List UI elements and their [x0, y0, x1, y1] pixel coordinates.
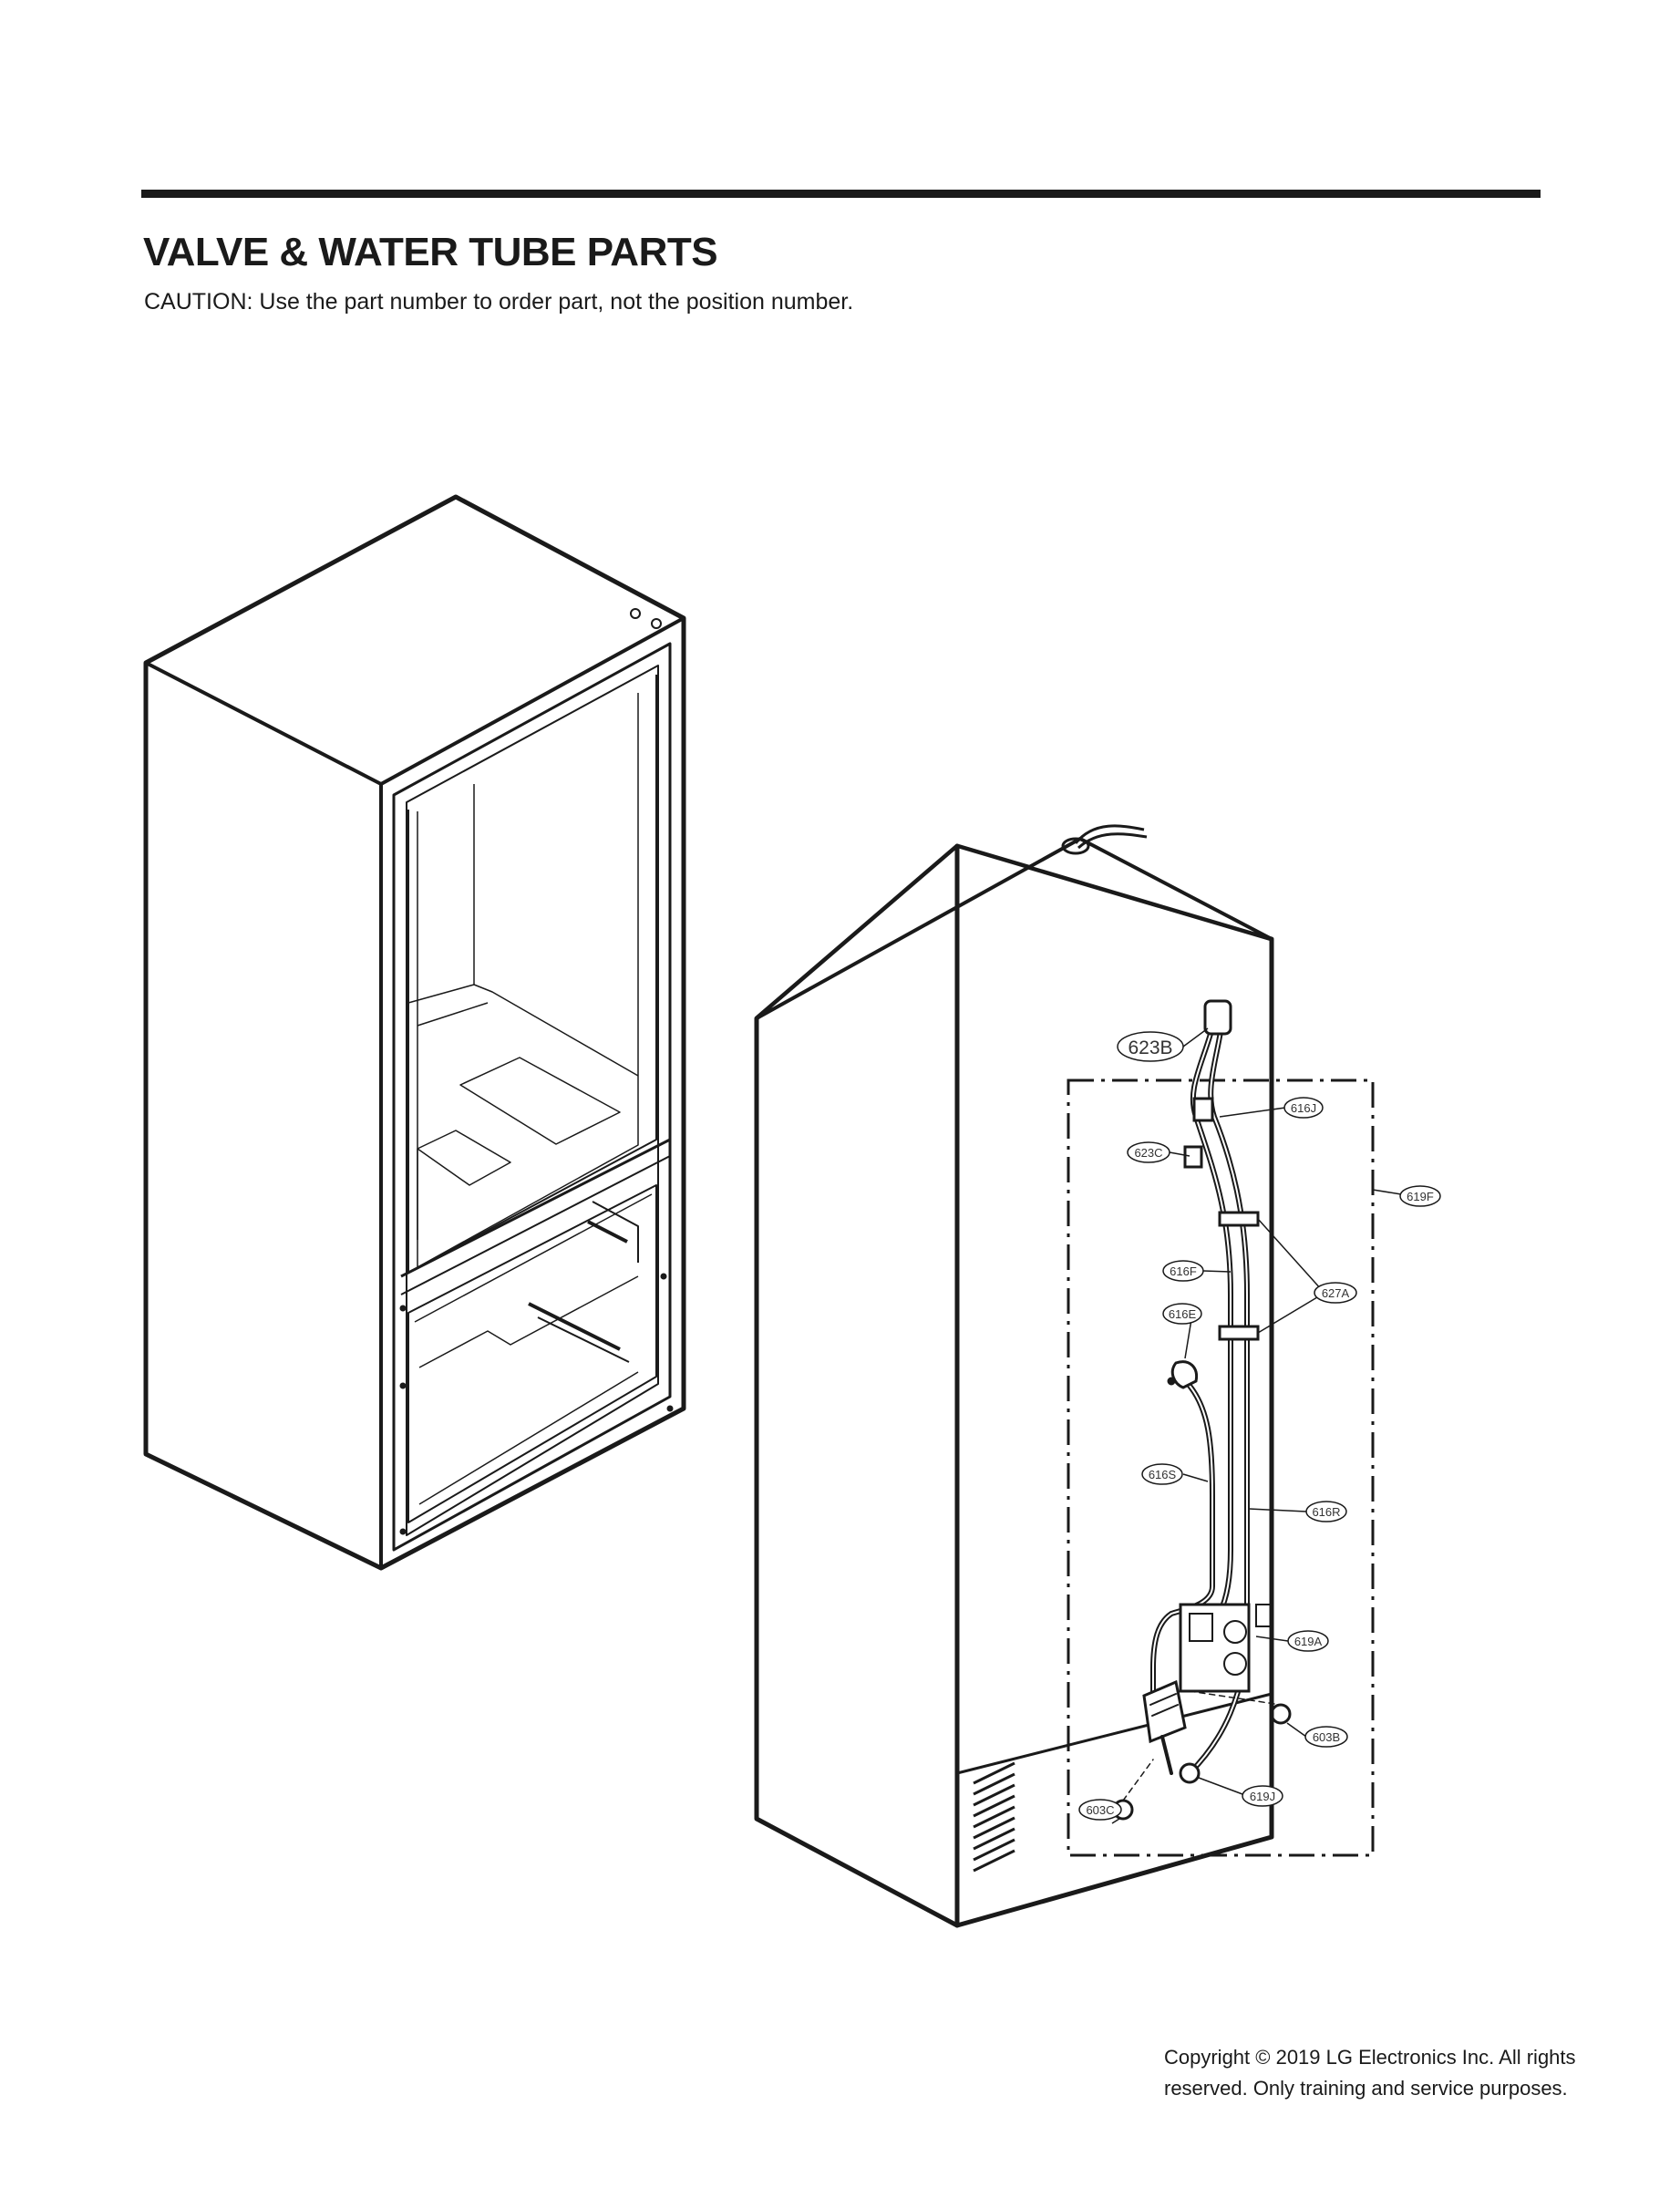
callout-603B: 603B	[1304, 1726, 1348, 1748]
caution-note: CAUTION: Use the part number to order pa…	[144, 289, 854, 315]
copyright-line-1: Copyright © 2019 LG Electronics Inc. All…	[1164, 2046, 1576, 2069]
svg-text:619J: 619J	[1250, 1790, 1275, 1803]
assembly-outline-619F	[1067, 1079, 1375, 1857]
callout-623B: 623B	[1117, 1031, 1184, 1062]
svg-text:619A: 619A	[1294, 1635, 1323, 1648]
svg-text:603B: 603B	[1313, 1730, 1340, 1744]
water-tube-assembly	[1112, 999, 1292, 1821]
svg-text:603C: 603C	[1086, 1803, 1114, 1817]
copyright-notice: Copyright © 2019 LG Electronics Inc. All…	[1164, 2042, 1638, 2104]
callout-616E: 616E	[1162, 1303, 1202, 1325]
svg-text:616F: 616F	[1170, 1264, 1197, 1278]
callout-616R: 616R	[1305, 1501, 1347, 1522]
vent-grille	[973, 1761, 1015, 1873]
svg-text:616R: 616R	[1312, 1505, 1340, 1519]
callout-616J: 616J	[1283, 1097, 1324, 1119]
callout-616S: 616S	[1141, 1463, 1183, 1485]
copyright-line-2: reserved. Only training and service purp…	[1164, 2077, 1568, 2100]
cabinet-front-view	[143, 494, 686, 1571]
svg-text:616S: 616S	[1149, 1468, 1177, 1481]
svg-text:619F: 619F	[1407, 1190, 1434, 1203]
svg-text:616E: 616E	[1169, 1307, 1197, 1321]
svg-text:623B: 623B	[1128, 1037, 1172, 1058]
callout-627A: 627A	[1314, 1282, 1357, 1304]
svg-text:627A: 627A	[1322, 1286, 1350, 1300]
svg-text:616J: 616J	[1291, 1101, 1316, 1115]
page-title: VALVE & WATER TUBE PARTS	[143, 230, 718, 274]
callout-619J: 619J	[1242, 1785, 1283, 1807]
svg-text:623C: 623C	[1134, 1146, 1162, 1160]
callout-623C: 623C	[1127, 1141, 1170, 1163]
header-rule	[141, 190, 1541, 198]
callout-619F: 619F	[1399, 1185, 1441, 1207]
callout-603C: 603C	[1078, 1799, 1122, 1821]
callout-616F: 616F	[1162, 1260, 1204, 1282]
callout-619A: 619A	[1287, 1630, 1329, 1652]
